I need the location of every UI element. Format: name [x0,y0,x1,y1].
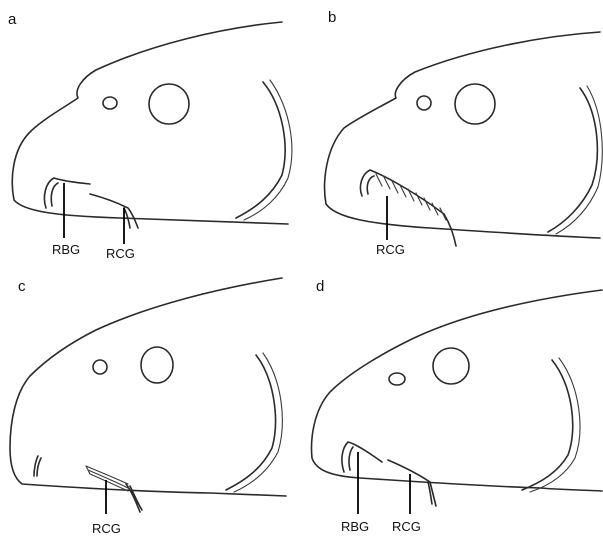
panel-d: d RBG RCG [312,278,602,534]
panel-d-rcg-gland [388,460,436,506]
panel-c: c RCG [10,278,286,536]
panel-c-label-rcg: RCG [92,521,121,536]
panel-a-rcg-gland [90,194,138,228]
panel-a-letter: a [8,11,17,28]
panel-c-nostril [93,360,107,374]
panel-b-eye [455,84,495,124]
panel-a-nostril [103,97,117,109]
panel-b-rear-curve-inner [556,86,602,234]
panel-c-rcg-gland [86,466,128,491]
panel-d-head-outline [312,290,602,491]
panel-d-eye [433,348,469,384]
panel-a-label-rbg: RBG [52,242,80,257]
panel-a-head-outline [12,22,288,224]
panel-b-rcg-gland [360,170,456,246]
panel-b-letter: b [328,9,336,26]
panel-c-letter: c [18,278,26,295]
panel-a-eye [149,84,189,124]
panel-d-rbg-gland [342,442,382,472]
panel-c-head-outline [10,278,286,496]
panel-b: b RCG [325,9,603,257]
panel-d-label-rbg: RBG [341,519,369,534]
panel-d-nostril [389,373,405,385]
panel-d-label-rcg: RCG [392,519,421,534]
panel-b-label-rcg: RCG [376,242,405,257]
panel-c-rbg-vestige [34,456,41,476]
panel-a: a RBG RCG [8,11,292,261]
panel-b-nostril [417,96,431,110]
panel-c-rcg-tooth [126,484,142,512]
panel-b-rear-curve [548,88,597,232]
panel-c-eye [141,347,173,383]
panel-c-rear-curve [226,355,275,490]
panel-d-letter: d [316,278,324,295]
panel-a-label-rcg: RCG [106,246,135,261]
panel-b-head-outline [325,32,600,238]
panel-a-rbg-gland [44,178,90,208]
panel-a-rear-curve [236,82,285,218]
